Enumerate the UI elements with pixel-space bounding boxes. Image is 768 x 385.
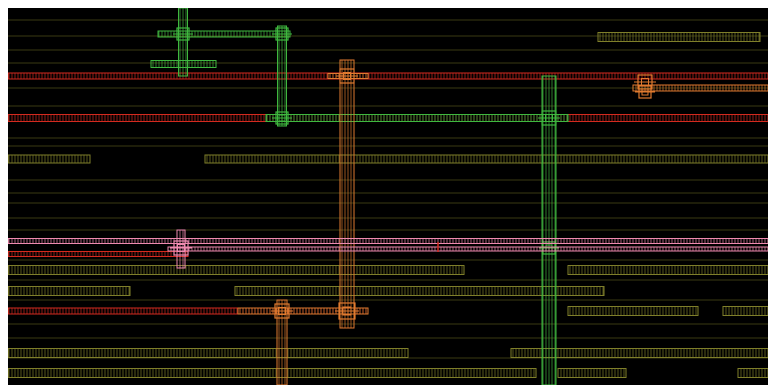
- metal2-wire[interactable]: [265, 114, 569, 122]
- poly-layer: [8, 32, 768, 378]
- poly-bar[interactable]: [722, 306, 768, 316]
- metal3-layer: [237, 59, 768, 385]
- poly-bar[interactable]: [737, 368, 768, 378]
- poly-bar[interactable]: [8, 154, 91, 164]
- metal1-wire[interactable]: [8, 72, 768, 80]
- poly-bar[interactable]: [204, 154, 768, 164]
- metal3-via[interactable]: [635, 85, 655, 99]
- metal2-wire[interactable]: [150, 60, 217, 68]
- metal2-via[interactable]: [538, 110, 560, 126]
- metal3-vertical[interactable]: [276, 299, 288, 385]
- metal3-via[interactable]: [336, 68, 358, 84]
- metal2-via[interactable]: [173, 27, 193, 41]
- poly-bar[interactable]: [234, 286, 605, 296]
- metal3-vertical[interactable]: [339, 59, 355, 329]
- metal4-via[interactable]: [170, 240, 192, 256]
- metal1-wire[interactable]: [8, 251, 189, 257]
- layout-background: [8, 8, 768, 385]
- metal4-wire[interactable]: [8, 238, 768, 244]
- guide-layer: [8, 19, 768, 359]
- poly-bar[interactable]: [567, 306, 699, 316]
- poly-bar[interactable]: [8, 286, 131, 296]
- poly-bar[interactable]: [8, 368, 537, 378]
- metal3-wire[interactable]: [632, 84, 768, 92]
- poly-bar[interactable]: [510, 348, 768, 358]
- metal2-via[interactable]: [272, 27, 292, 41]
- poly-bar[interactable]: [557, 368, 627, 378]
- metal3-via[interactable]: [271, 303, 293, 319]
- metal2-via[interactable]: [272, 111, 292, 125]
- metal4-stub[interactable]: [176, 229, 186, 269]
- poly-bar[interactable]: [8, 348, 409, 358]
- metal2-layer: [150, 8, 569, 385]
- poly-bar[interactable]: [597, 32, 761, 42]
- metal3-via[interactable]: [335, 302, 359, 320]
- poly-bar[interactable]: [567, 265, 768, 275]
- metal4-layer: [8, 229, 768, 269]
- poly-bar[interactable]: [8, 265, 465, 275]
- layout-canvas[interactable]: [8, 8, 768, 385]
- metal3-wire[interactable]: [237, 307, 369, 315]
- metal2-vertical[interactable]: [277, 25, 287, 127]
- metal2-vertical[interactable]: [178, 8, 188, 77]
- metal4-wire[interactable]: [167, 246, 768, 252]
- metal2-vertical[interactable]: [541, 75, 557, 385]
